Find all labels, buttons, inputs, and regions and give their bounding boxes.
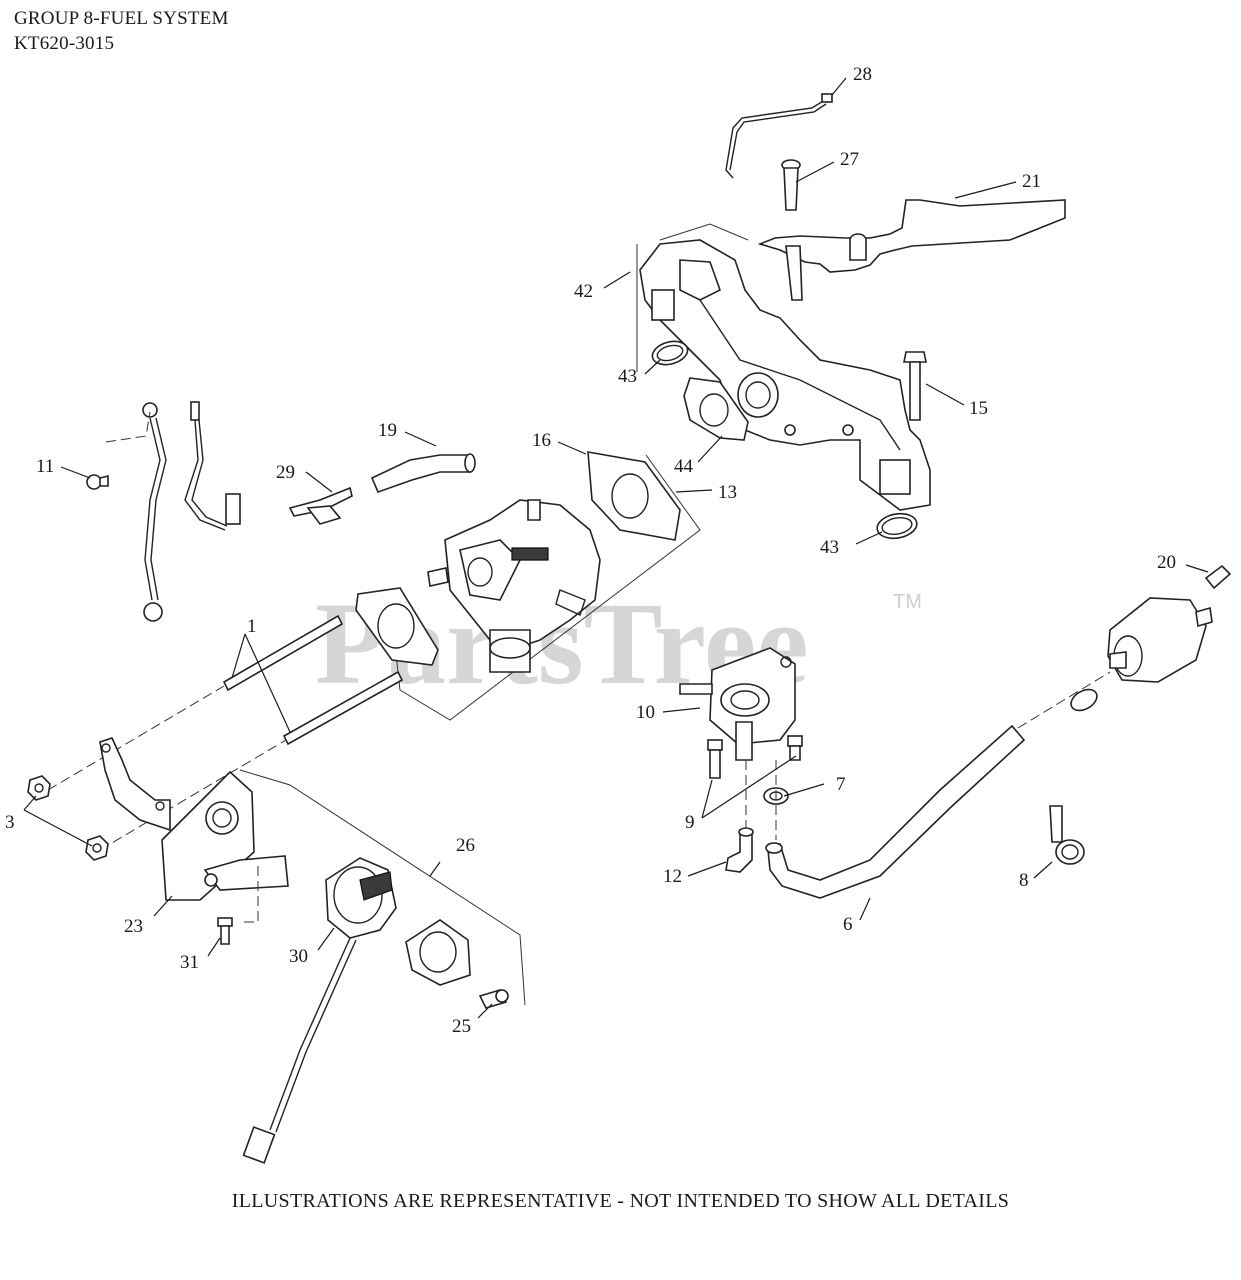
dash-31 bbox=[243, 866, 259, 923]
part-1-stud-lower[interactable] bbox=[282, 670, 404, 746]
callout-1: 1 bbox=[247, 616, 257, 637]
actuator-gasket[interactable] bbox=[405, 919, 471, 986]
leader-lines bbox=[23, 77, 1209, 1019]
part-23-housing[interactable] bbox=[161, 770, 289, 901]
callout-11: 11 bbox=[36, 456, 54, 477]
callout-12: 12 bbox=[663, 866, 682, 887]
callout-16: 16 bbox=[532, 430, 551, 451]
callout-42: 42 bbox=[574, 281, 593, 302]
part-15-bolt[interactable] bbox=[903, 351, 927, 421]
part-20-pin[interactable] bbox=[1204, 564, 1232, 590]
callout-13: 13 bbox=[718, 482, 737, 503]
callout-8: 8 bbox=[1019, 870, 1029, 891]
group-outline-42 bbox=[636, 223, 749, 372]
fuel-filter[interactable] bbox=[1107, 597, 1213, 683]
part-8-clip[interactable] bbox=[1049, 805, 1085, 865]
part-44-gasket[interactable] bbox=[683, 377, 749, 441]
part-9-screw-left[interactable] bbox=[707, 739, 723, 779]
page-header: GROUP 8-FUEL SYSTEM KT620-3015 bbox=[14, 6, 229, 56]
callout-30: 30 bbox=[289, 946, 308, 967]
callout-20: 20 bbox=[1157, 552, 1176, 573]
part-21-control-bracket[interactable] bbox=[757, 199, 1066, 301]
callout-44: 44 bbox=[674, 456, 694, 477]
callout-26: 26 bbox=[456, 835, 475, 856]
callout-28: 28 bbox=[853, 64, 872, 85]
callout-9: 9 bbox=[685, 812, 695, 833]
part-9-screw-right[interactable] bbox=[787, 735, 803, 761]
part-31-screw[interactable] bbox=[217, 917, 233, 945]
carburetor[interactable] bbox=[427, 499, 601, 673]
callout-27: 27 bbox=[840, 149, 859, 170]
callout-21: 21 bbox=[1022, 171, 1041, 192]
part-43-gasket-upper[interactable] bbox=[650, 338, 690, 369]
part-28-link-rod[interactable] bbox=[725, 93, 833, 179]
callout-23: 23 bbox=[124, 916, 143, 937]
carburetor-gasket[interactable] bbox=[355, 587, 439, 666]
callout-31: 31 bbox=[180, 952, 199, 973]
dash-filter bbox=[1017, 671, 1111, 729]
callout-25: 25 bbox=[452, 1016, 471, 1037]
part-19-hose[interactable] bbox=[370, 453, 476, 494]
group-outline-26 bbox=[239, 769, 526, 1006]
watermark-tm: TM bbox=[893, 591, 922, 613]
part-10-fuel-pump[interactable] bbox=[679, 647, 796, 761]
part-27-screw[interactable] bbox=[781, 159, 801, 211]
model-number: KT620-3015 bbox=[14, 33, 115, 54]
part-3-nut-lower[interactable] bbox=[85, 835, 109, 861]
disclaimer-note: ILLUSTRATIONS ARE REPRESENTATIVE - NOT I… bbox=[231, 1190, 1010, 1212]
part-16-gasket[interactable] bbox=[587, 451, 681, 541]
wire-harness[interactable] bbox=[142, 401, 241, 622]
callout-7: 7 bbox=[836, 774, 846, 795]
dash-studs bbox=[47, 685, 287, 851]
part-6-fuel-hose[interactable] bbox=[765, 724, 1026, 899]
bracket[interactable] bbox=[99, 737, 171, 832]
diagram-title: GROUP 8-FUEL SYSTEM bbox=[14, 8, 229, 29]
callout-3: 3 bbox=[5, 812, 15, 833]
part-25-screw[interactable] bbox=[478, 989, 509, 1009]
part-29-fitting[interactable] bbox=[288, 486, 353, 525]
callout-43-upper: 43 bbox=[618, 366, 637, 387]
callout-15: 15 bbox=[969, 398, 988, 419]
part-11-screw[interactable] bbox=[86, 474, 109, 490]
callout-19: 19 bbox=[378, 420, 397, 441]
callout-29: 29 bbox=[276, 462, 295, 483]
callout-6: 6 bbox=[843, 914, 853, 935]
part-43-gasket-lower[interactable] bbox=[875, 511, 919, 542]
callout-43-lower: 43 bbox=[820, 537, 839, 558]
part-3-nut-upper[interactable] bbox=[27, 775, 51, 801]
hose-clamp[interactable] bbox=[1067, 685, 1100, 715]
dash-10 bbox=[745, 760, 777, 840]
callout-10: 10 bbox=[636, 702, 655, 723]
part-1-stud-upper[interactable] bbox=[222, 614, 344, 692]
part-12-elbow[interactable] bbox=[725, 827, 754, 873]
part-30-actuator[interactable] bbox=[242, 857, 397, 1164]
part-42-intake-manifold[interactable] bbox=[639, 239, 931, 511]
dash-11 bbox=[105, 411, 151, 443]
